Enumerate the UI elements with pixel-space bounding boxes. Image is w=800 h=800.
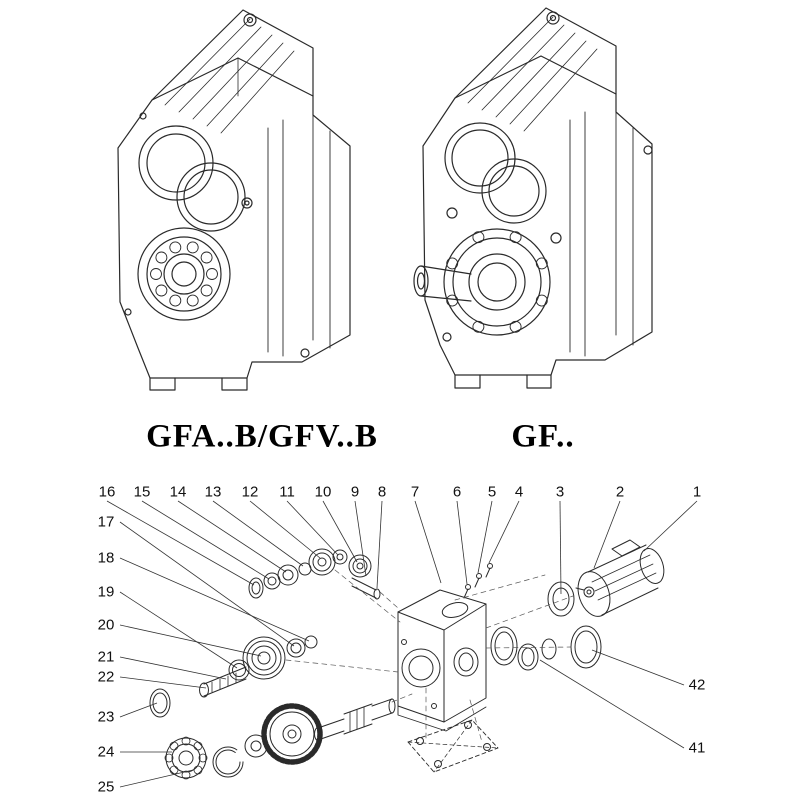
leader-lines [106,500,698,788]
input-shaft-parts [248,548,381,600]
part-number-22: 22 [97,668,115,686]
part-number-9: 9 [350,483,360,501]
bearing-rollers [150,241,218,307]
part-number-5: 5 [487,483,497,501]
part-number-11: 11 [279,483,295,501]
model-label-left: GFA..B/GFV..B [146,418,378,455]
part-number-8: 8 [377,483,387,501]
housing-screws [463,563,493,599]
part-number-2: 2 [615,483,625,501]
alignment-lines [285,569,574,743]
part-number-25: 25 [97,778,115,796]
output-shaft-parts [149,688,396,780]
part-number-41: 41 [688,739,706,757]
part-number-3: 3 [555,483,565,501]
part-number-42: 42 [688,676,706,694]
part-number-1: 1 [692,483,702,501]
part-number-12: 12 [241,483,259,501]
part-number-10: 10 [314,483,332,501]
gearbox-drawing-left [117,9,351,391]
part-number-6: 6 [452,483,462,501]
part-number-16: 16 [98,483,116,501]
part-number-20: 20 [97,616,115,634]
part-number-19: 19 [97,583,115,601]
gearbox-drawing-right [413,7,653,389]
part-number-15: 15 [133,483,151,501]
part-number-23: 23 [97,708,115,726]
model-label-right: GF.. [511,418,575,455]
part-number-21: 21 [97,648,115,666]
part-number-14: 14 [169,483,187,501]
part-number-18: 18 [97,549,115,567]
part-number-7: 7 [410,483,420,501]
part-number-17: 17 [97,513,115,531]
flange-bolt-holes [446,231,548,333]
part-number-4: 4 [514,483,524,501]
motor [575,539,665,617]
seals-and-rings [490,581,602,671]
intermediate-shaft-parts [199,635,318,698]
mounting-plate [407,719,499,773]
exploded-view [149,539,665,780]
part-number-13: 13 [204,483,222,501]
exploded-housing [397,589,487,732]
part-number-24: 24 [97,743,115,761]
